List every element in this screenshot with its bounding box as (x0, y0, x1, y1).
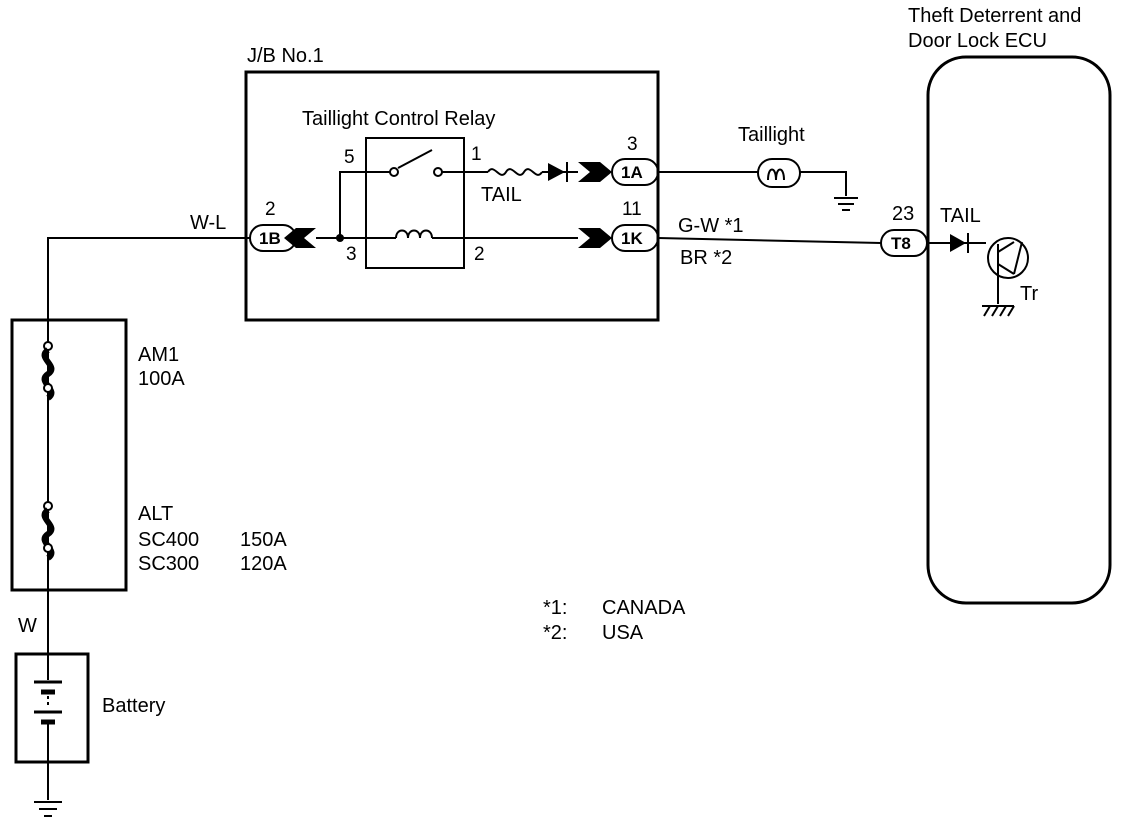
connector-1a-pin: 3 (627, 134, 638, 155)
ecu-title-line1: Theft Deterrent and (908, 5, 1081, 27)
alt-fuse-symbol (41, 501, 55, 561)
footnote-2-text: USA (602, 622, 644, 644)
alt-sc400-rating: 150A (240, 529, 287, 551)
alt-sc300-rating: 120A (240, 553, 287, 575)
transistor-symbol (987, 237, 1029, 279)
relay-pin-3: 3 (346, 244, 357, 265)
connector-t8-label: T8 (891, 234, 911, 253)
transistor-label: Tr (1020, 283, 1038, 305)
relay-pin-2: 2 (474, 244, 485, 265)
relay-switch-contact (397, 149, 433, 169)
relay-box (365, 137, 465, 269)
connector-1b-label: 1B (259, 229, 281, 248)
footnote-1-text: CANADA (602, 597, 686, 619)
taillight: Taillight (658, 124, 858, 211)
junction-block: J/B No.1 Taillight Control Relay 5 1 3 2… (244, 45, 660, 322)
tail-fuse-symbol (487, 168, 543, 176)
relay-diode-symbol (548, 163, 565, 181)
ecu-outline (926, 55, 1112, 605)
footnote-1-mark: *1: (543, 597, 567, 619)
wire-label-wl: W-L (190, 212, 226, 234)
am1-fuse-name: AM1 (138, 344, 179, 366)
relay-coil-symbol (395, 229, 433, 239)
ecu-diode-symbol (950, 234, 966, 252)
battery: Battery (14, 652, 165, 817)
wire-label-w: W (18, 615, 37, 637)
battery-label: Battery (102, 695, 165, 717)
jb-outline (244, 70, 660, 322)
am1-fuse-rating: 100A (138, 368, 185, 390)
jb-title: J/B No.1 (247, 45, 324, 67)
relay-title: Taillight Control Relay (302, 108, 495, 130)
wire-label-br: BR *2 (680, 247, 732, 269)
battery-ground-icon (34, 801, 62, 817)
taillight-bulb-icon (757, 158, 801, 188)
footnote-2-mark: *2: (543, 622, 567, 644)
tail-fuse-label: TAIL (481, 184, 522, 206)
relay-pin-5: 5 (344, 147, 355, 168)
fuse-block-outline (10, 318, 128, 592)
connector-1k-pin: 11 (622, 199, 642, 220)
alt-sc400-label: SC400 (138, 529, 199, 551)
alt-sc300-label: SC300 (138, 553, 199, 575)
ecu-tail-label: TAIL (940, 205, 981, 227)
battery-outline (14, 652, 90, 764)
alt-fuse-name: ALT (138, 503, 173, 525)
ecu-terminal-number: 23 (892, 203, 914, 225)
footnotes: *1: CANADA *2: USA (543, 597, 686, 644)
fuse-block: AM1 100A ALT SC400 150A SC300 120A (10, 318, 287, 592)
taillight-ground-icon (834, 197, 858, 211)
ecu: Theft Deterrent and Door Lock ECU 23 T8 … (880, 5, 1112, 605)
relay-pin-1: 1 (471, 144, 482, 165)
connector-1k-label: 1K (621, 229, 643, 248)
am1-fuse-symbol (41, 341, 55, 401)
connector-1b-pin: 2 (265, 199, 276, 220)
connector-1a-label: 1A (621, 163, 643, 182)
wire-label-gw: G-W *1 (678, 215, 744, 237)
taillight-label: Taillight (738, 124, 805, 146)
ecu-chassis-ground-icon (982, 305, 1015, 317)
ecu-title-line2: Door Lock ECU (908, 30, 1047, 52)
